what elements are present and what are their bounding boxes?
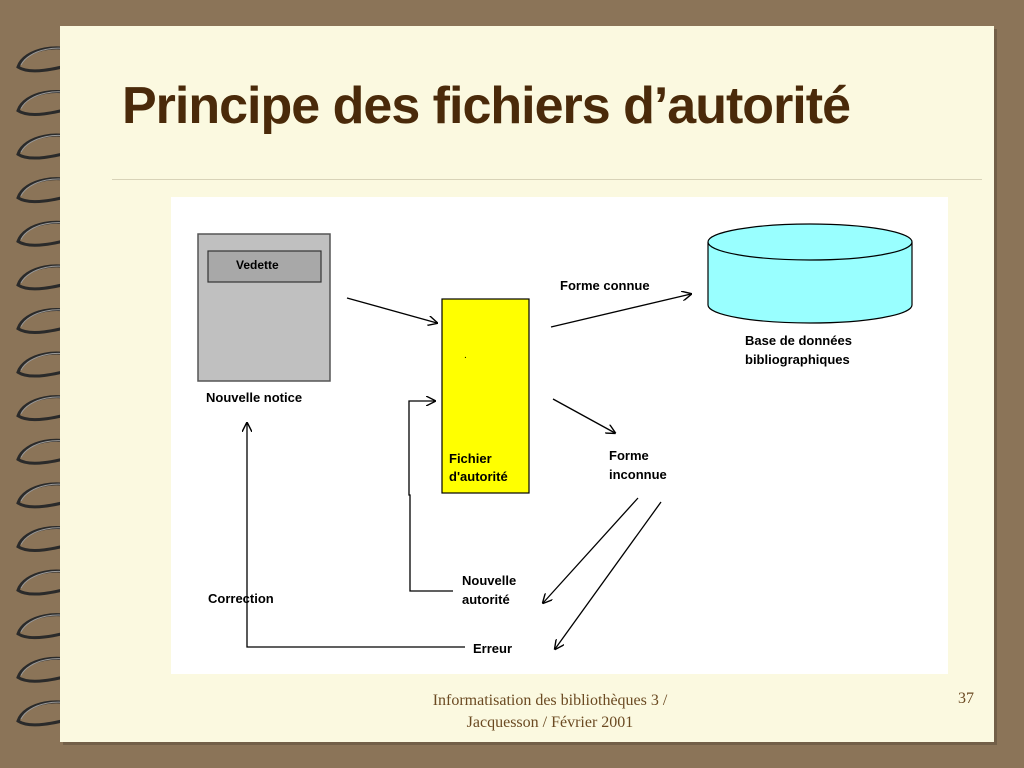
forme-connue-label: Forme connue (560, 278, 650, 293)
base-label-line1: Base de données (745, 333, 852, 348)
vedette-field (207, 250, 322, 283)
arrow-fichier-to-base (550, 294, 691, 328)
diagram-area: Vedette Nouvelle notice . Fichier d'auto… (171, 197, 948, 674)
arrow-notice-to-fichier (346, 297, 437, 323)
fichier-autorite-box (441, 298, 530, 494)
vedette-label: Vedette (236, 258, 279, 272)
title-divider (112, 179, 982, 180)
fichier-label-line2: d'autorité (449, 469, 508, 484)
slide-title: Principe des fichiers d’autorité (122, 77, 851, 135)
fichier-label-line1: Fichier (449, 451, 492, 466)
forme-inconnue-label-line1: Forme (609, 448, 649, 463)
correction-label: Correction (208, 591, 274, 606)
arrow-erreur-to-notice (247, 423, 465, 648)
slide-footer: Informatisation des bibliothèques 3 / Ja… (380, 690, 720, 734)
footer-line1: Informatisation des bibliothèques 3 / (432, 692, 668, 709)
diagram-shapes (197, 223, 913, 674)
arrow-nouvelle-autorite-to-fichier (408, 401, 453, 592)
page-number: 37 (958, 690, 974, 707)
arrow-inconnue-to-nouvelle-autorite (543, 497, 639, 603)
forme-inconnue-label-line2: inconnue (609, 467, 667, 482)
nouvelle-autorite-label-line2: autorité (462, 592, 510, 607)
footer-line2: Jacquesson / Février 2001 (466, 714, 634, 731)
nouvelle-notice-label: Nouvelle notice (206, 390, 303, 405)
arrow-inconnue-to-erreur (555, 501, 662, 649)
arrow-fichier-to-inconnue (552, 398, 615, 433)
database-cylinder (707, 223, 913, 324)
base-label-line2: bibliographiques (745, 352, 850, 367)
erreur-label: Erreur (473, 641, 513, 656)
nouvelle-autorite-label-line1: Nouvelle (462, 573, 517, 588)
fichier-dot: . (464, 350, 467, 361)
